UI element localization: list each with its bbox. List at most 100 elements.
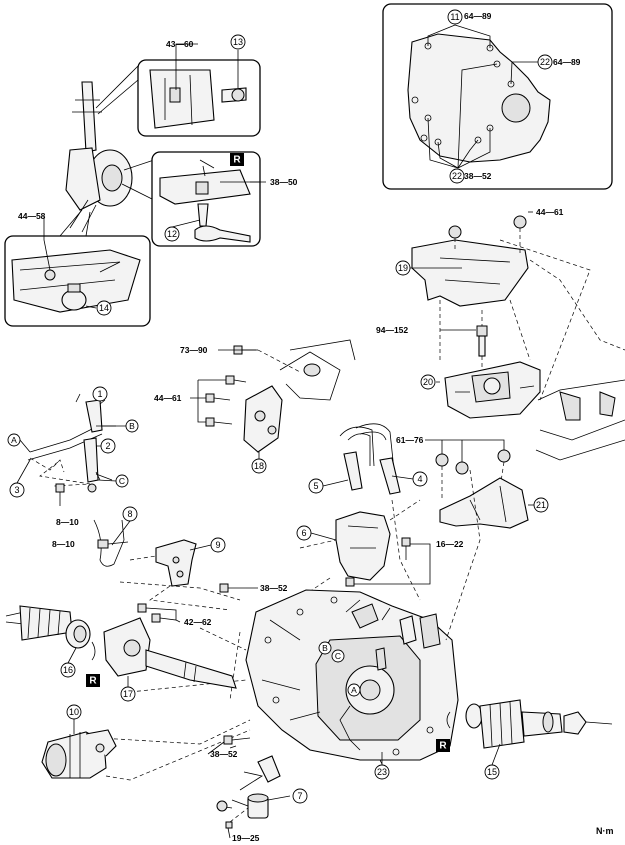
- torque-94-152: 94—152: [376, 325, 408, 335]
- svg-text:R: R: [439, 741, 447, 752]
- engine-mount-18: [243, 339, 356, 453]
- callout-17: 17: [120, 686, 136, 702]
- svg-text:13: 13: [233, 37, 243, 47]
- callouts: 11 22 22 13 12 14 19 20 21 18 1 2 3 4 5 …: [9, 9, 553, 804]
- callout-19: 19: [395, 260, 411, 276]
- torque-labels: 43—60 64—89 64—89 38—52 38—50 44—58 44—6…: [18, 11, 581, 843]
- shift-cables: [339, 423, 401, 495]
- starter-motor-10: [41, 729, 117, 779]
- svg-text:C: C: [335, 651, 341, 661]
- shift-cable-bracket: [27, 393, 116, 506]
- svg-text:5: 5: [313, 481, 318, 491]
- ball-joint-inset: [4, 222, 151, 327]
- svg-text:1: 1: [97, 389, 102, 399]
- callout-9: 9: [210, 537, 226, 553]
- letter-markers: A B C A B C: [7, 419, 361, 697]
- torque-19-25: 19—25: [232, 833, 260, 843]
- svg-text:C: C: [119, 476, 125, 486]
- torque-38-52-bracket: 38—52: [260, 583, 288, 593]
- callout-8: 8: [122, 506, 138, 522]
- stabilizer-link-inset: [137, 50, 261, 137]
- callout-1: 1: [92, 386, 108, 402]
- marker-b-left: B: [125, 419, 139, 433]
- torque-44-61-engine: 44—61: [154, 393, 182, 403]
- sensor-7: [216, 755, 291, 839]
- replace-marks: R R R: [86, 153, 450, 752]
- callout-20: 20: [420, 374, 436, 390]
- torque-64-89-right: 64—89: [553, 57, 581, 67]
- svg-text:20: 20: [423, 377, 433, 387]
- svg-text:16: 16: [63, 665, 73, 675]
- torque-8-10-lower: 8—10: [52, 539, 75, 549]
- torque-64-89-top: 64—89: [464, 11, 492, 21]
- torque-unit-label: N·m: [596, 826, 614, 836]
- callout-22-bottom: 22: [449, 168, 465, 184]
- marker-c-left: C: [115, 474, 129, 488]
- callout-21: 21: [533, 497, 549, 513]
- svg-text:8: 8: [127, 509, 132, 519]
- callout-15: 15: [484, 764, 500, 780]
- svg-text:11: 11: [450, 12, 459, 22]
- driveshaft-left-16: [5, 605, 96, 661]
- callout-16: 16: [60, 662, 76, 678]
- svg-text:14: 14: [99, 303, 109, 313]
- callout-2: 2: [100, 438, 116, 454]
- driveshaft-right-15: [446, 699, 613, 749]
- torque-38-52-inset: 38—52: [464, 171, 492, 181]
- torque-16-22: 16—22: [436, 539, 464, 549]
- svg-text:R: R: [233, 155, 241, 166]
- svg-text:12: 12: [167, 229, 177, 239]
- transaxle-case-23: [245, 589, 459, 765]
- knuckle-assembly: [59, 65, 155, 237]
- svg-text:17: 17: [123, 689, 133, 699]
- svg-text:2: 2: [105, 441, 110, 451]
- torque-44-61-mount: 44—61: [536, 207, 564, 217]
- callout-23: 23: [374, 764, 390, 780]
- body-frame-section: [535, 379, 625, 461]
- svg-text:22: 22: [540, 57, 550, 67]
- callout-10: 10: [66, 704, 82, 720]
- replace-mark-left-clip: R: [86, 674, 100, 687]
- svg-text:21: 21: [536, 500, 546, 510]
- svg-text:6: 6: [301, 528, 306, 538]
- bracket-9: [119, 539, 241, 611]
- callout-7: 7: [292, 788, 308, 804]
- replace-mark-right-clip: R: [436, 739, 450, 752]
- clutch-housing-inset: [382, 3, 613, 190]
- callout-22-right: 22: [537, 54, 553, 70]
- bracket-bolt: [219, 583, 246, 593]
- torque-38-52-lower: 38—52: [210, 749, 238, 759]
- svg-text:A: A: [11, 435, 17, 445]
- cable-bracket-6: [299, 499, 431, 599]
- torque-8-10-upper: 8—10: [56, 517, 79, 527]
- torque-61-76: 61—76: [396, 435, 424, 445]
- through-bolt: [440, 310, 488, 370]
- svg-text:9: 9: [215, 540, 220, 550]
- marker-c-case: C: [331, 649, 345, 663]
- mount-bracket-19: [411, 211, 533, 307]
- replace-mark-knuckle: R: [230, 153, 244, 166]
- starter-bolt: [223, 735, 251, 749]
- harness-clip-8: [93, 519, 129, 567]
- svg-text:23: 23: [377, 767, 387, 777]
- mount-rubber-20: [444, 361, 541, 419]
- callout-6: 6: [296, 525, 312, 541]
- svg-text:3: 3: [14, 485, 19, 495]
- torque-44-58: 44—58: [18, 211, 46, 221]
- tie-rod-end-inset: [151, 151, 261, 247]
- callout-11: 11: [447, 9, 463, 25]
- svg-text:18: 18: [254, 461, 264, 471]
- svg-text:15: 15: [487, 767, 497, 777]
- mount-nuts-21: [425, 439, 511, 500]
- svg-text:4: 4: [417, 474, 422, 484]
- callout-13: 13: [230, 34, 246, 50]
- callout-14: 14: [96, 300, 112, 316]
- marker-a-case: A: [347, 683, 361, 697]
- mount-bracket-21: [439, 477, 534, 529]
- svg-text:10: 10: [69, 707, 79, 717]
- callout-4: 4: [412, 471, 428, 487]
- marker-b-case: B: [318, 641, 332, 655]
- svg-text:7: 7: [297, 791, 302, 801]
- svg-text:B: B: [322, 643, 328, 653]
